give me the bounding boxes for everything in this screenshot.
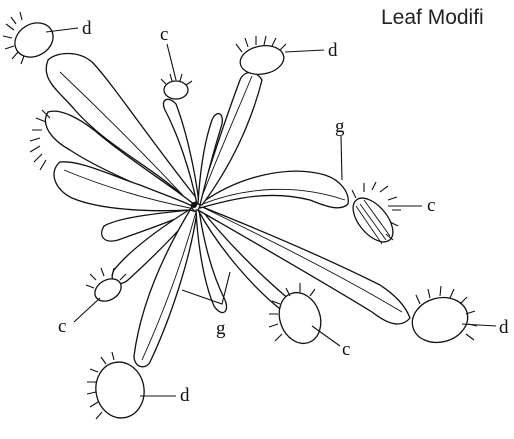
leader-g-right [341,136,342,180]
trap-bottom-right [407,292,472,349]
figure-title: Leaf Modifi [381,6,484,30]
label-d-bottom-left: d [180,385,190,406]
label-c-top: c [160,24,168,45]
label-c-bottom: c [342,339,350,360]
trap-top-right [238,42,286,77]
leader-c-left [74,298,100,322]
labels: d c d g c c g c d d [58,18,509,406]
leader-d-bottom-right [462,324,496,326]
trap-right [346,191,401,249]
label-d-bottom-right: d [499,317,509,338]
label-d-top-left: d [82,18,92,39]
trap-top-middle [164,81,188,99]
trap-bottom-left [92,358,149,421]
label-d-top-right: d [328,40,338,61]
label-g-right: g [335,116,345,137]
plant-center [191,202,197,208]
label-g-bottom: g [216,318,226,339]
leaf-right [200,171,348,208]
label-c-left: c [58,316,66,337]
leader-d-top-right [285,50,324,52]
label-c-right: c [427,195,435,216]
leader-c-top [167,44,176,80]
